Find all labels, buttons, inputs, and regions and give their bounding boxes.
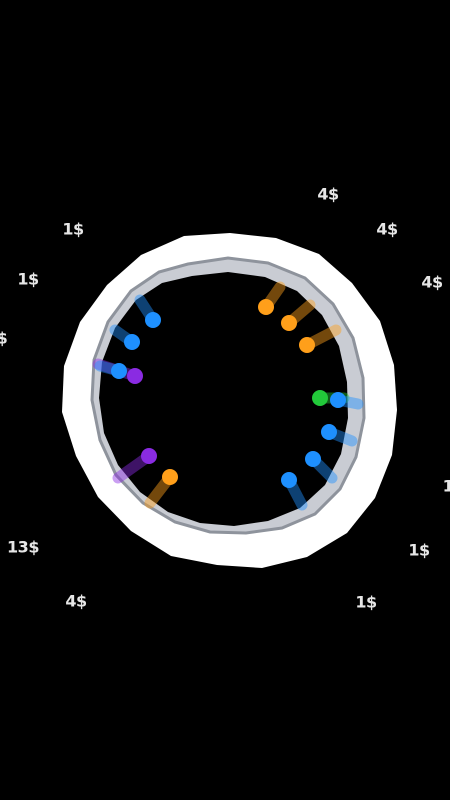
ball bbox=[94, 360, 127, 379]
ball-body bbox=[330, 392, 346, 408]
ring-hole bbox=[99, 272, 348, 526]
ball bbox=[321, 424, 358, 447]
ball-body bbox=[281, 472, 297, 488]
balls-layer bbox=[92, 281, 364, 511]
ball-body bbox=[111, 363, 127, 379]
ball bbox=[299, 324, 342, 353]
ball bbox=[281, 299, 316, 331]
ball-body bbox=[141, 448, 157, 464]
reward-label: 1 bbox=[442, 476, 450, 496]
reward-label: 1$ bbox=[62, 219, 84, 239]
ball bbox=[258, 281, 286, 315]
ball bbox=[109, 324, 140, 350]
ball bbox=[112, 448, 157, 484]
reward-label: 4$ bbox=[317, 184, 339, 204]
ball-body bbox=[162, 469, 178, 485]
ball-body bbox=[299, 337, 315, 353]
ball-body bbox=[124, 334, 140, 350]
reward-label: 1$ bbox=[17, 269, 39, 289]
ball-body bbox=[321, 424, 337, 440]
reward-label: 1$ bbox=[355, 592, 377, 612]
reward-label: 4$ bbox=[65, 591, 87, 611]
ball bbox=[330, 392, 364, 410]
reward-label: 4$ bbox=[376, 219, 398, 239]
ball bbox=[144, 469, 178, 509]
reward-label: $ bbox=[0, 328, 8, 348]
ball bbox=[305, 451, 338, 484]
ball-body bbox=[305, 451, 321, 467]
ball-body bbox=[258, 299, 274, 315]
ball-body bbox=[312, 390, 328, 406]
ball-body bbox=[145, 312, 161, 328]
ball bbox=[134, 294, 161, 328]
reward-label: 4$ bbox=[421, 272, 443, 292]
ball bbox=[281, 472, 308, 511]
ball-body bbox=[281, 315, 297, 331]
reward-label: 13$ bbox=[7, 537, 39, 557]
reward-label: 1$ bbox=[408, 540, 430, 560]
ball-body bbox=[127, 368, 143, 384]
